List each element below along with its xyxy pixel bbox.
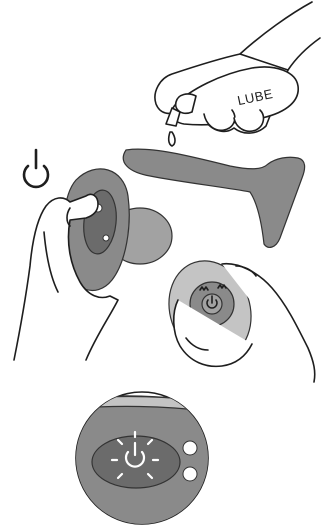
power-icon xyxy=(24,150,48,187)
lube-drop xyxy=(169,132,175,146)
device-button-bottom xyxy=(183,467,197,481)
power-on-panel xyxy=(14,150,172,360)
light-indicator-panel xyxy=(60,392,220,527)
device-indicator-dot xyxy=(103,235,109,241)
remote-panel xyxy=(157,250,315,382)
lube-panel: LUBE xyxy=(155,2,320,146)
device-button-top xyxy=(183,441,197,455)
